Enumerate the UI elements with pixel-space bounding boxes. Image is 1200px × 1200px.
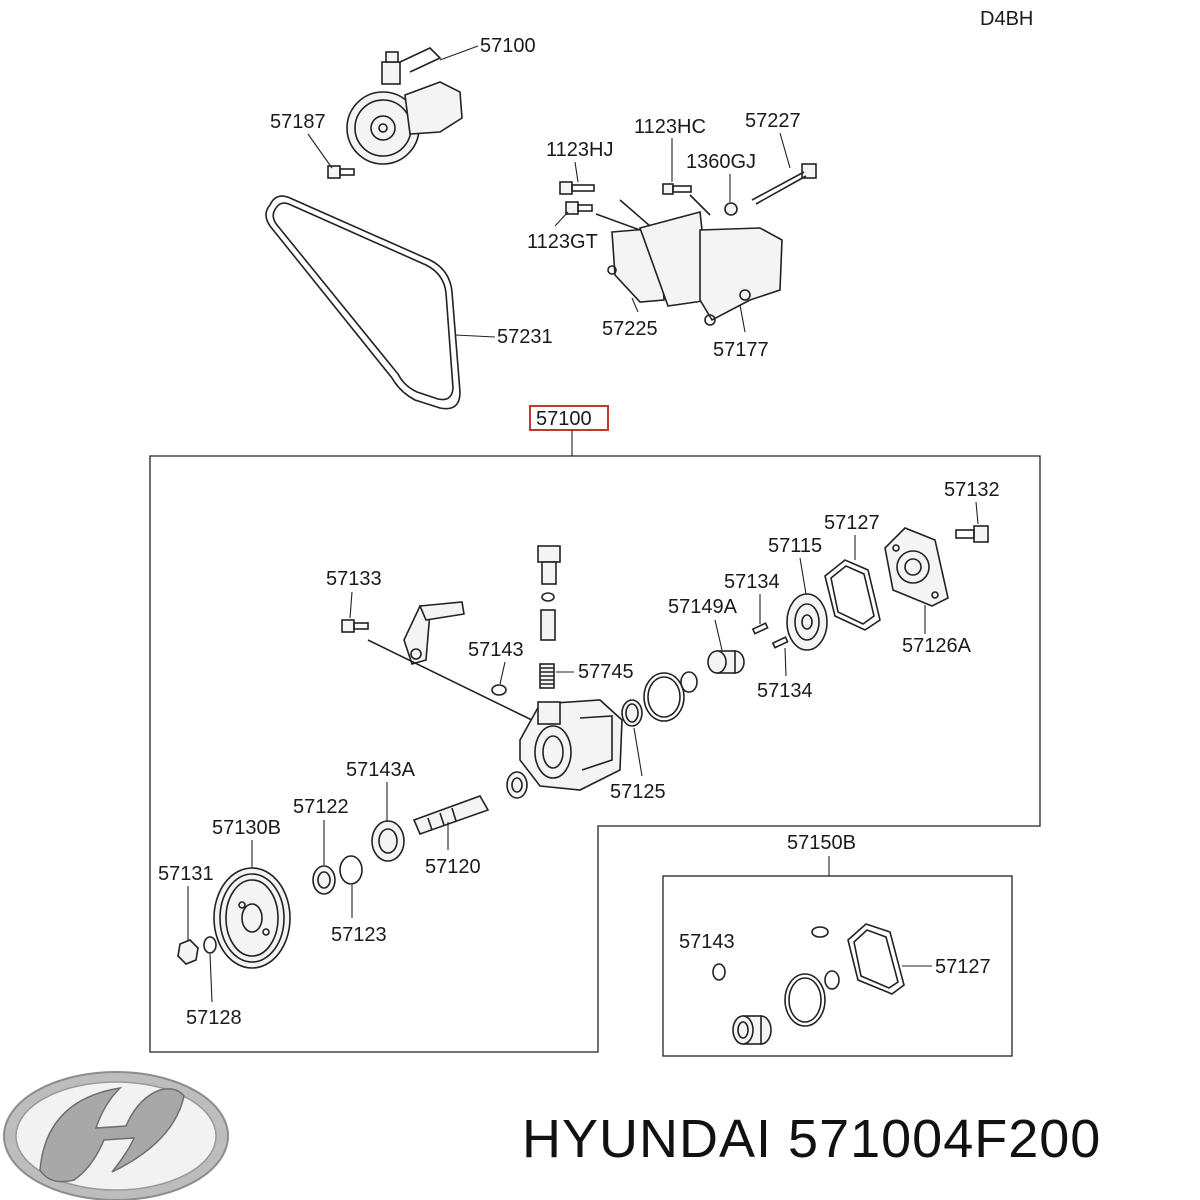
label-washer: 57128 xyxy=(186,1007,242,1029)
label-gasket-57127: 57127 xyxy=(824,512,880,534)
label-bushing: 57149A xyxy=(668,596,738,618)
label-cam-ring: 57115 xyxy=(768,535,822,557)
label-pulley: 57130B xyxy=(212,817,281,839)
label-pin-lower: 57134 xyxy=(757,680,813,702)
footer-title: HYUNDAI 571004F200 xyxy=(522,1108,1101,1170)
label-seal-57125: 57125 xyxy=(610,781,666,803)
label-kit-gasket: 57127 xyxy=(935,956,991,978)
bracket-bolts-drawing xyxy=(559,163,817,216)
label-cover-57126a: 57126A xyxy=(902,635,972,657)
gasket-drawing xyxy=(824,559,881,631)
shaft-drawing xyxy=(412,771,528,836)
top-pump-drawing xyxy=(346,47,463,165)
kit-parts-drawing xyxy=(712,923,905,1045)
label-washer-1360gj: 1360GJ xyxy=(686,151,756,173)
bushing-drawing xyxy=(707,650,745,674)
label-bearing: 57143A xyxy=(346,759,416,781)
brand-name: HYUNDAI xyxy=(522,1109,773,1169)
pins-drawing xyxy=(751,622,789,649)
label-snap-ring: 57123 xyxy=(331,924,387,946)
fitting-drawing xyxy=(341,601,541,725)
label-bracket-57177: 57177 xyxy=(713,339,769,361)
label-shaft: 57120 xyxy=(425,856,481,878)
belt-drawing xyxy=(265,195,461,410)
hyundai-logo xyxy=(3,1071,229,1200)
seal-57125-drawing xyxy=(621,699,643,727)
label-bolt-1123hj: 1123HJ xyxy=(546,139,613,161)
label-belt: 57231 xyxy=(497,326,553,348)
label-bolt-1123hc: 1123HC xyxy=(634,116,706,138)
label-kit-oring: 57143 xyxy=(679,931,735,953)
label-fitting-bolt: 57133 xyxy=(326,568,382,590)
cover-bolt-drawing xyxy=(955,525,989,543)
label-assembly: 57100 xyxy=(536,408,592,430)
body-orings-drawing xyxy=(643,671,698,722)
label-pump-bolt: 57187 xyxy=(270,111,326,133)
valve-stack-drawing xyxy=(537,545,561,689)
bearing-drawing xyxy=(371,820,405,862)
assembly-label-box xyxy=(529,405,609,431)
assembly-outline xyxy=(149,455,1041,1053)
label-seal-57122: 57122 xyxy=(293,796,349,818)
nut-washer-drawing xyxy=(177,936,217,965)
label-pin-upper: 57134 xyxy=(724,571,780,593)
label-nut: 57131 xyxy=(158,863,214,885)
rear-cover-drawing xyxy=(884,527,949,607)
label-bolt-57227: 57227 xyxy=(745,110,801,132)
label-oring-57143: 57143 xyxy=(468,639,524,661)
small-oring-drawing xyxy=(491,684,507,696)
pulley-drawing xyxy=(213,867,291,969)
label-bolt-1123gt: 1123GT xyxy=(527,231,598,253)
label-kit: 57150B xyxy=(787,832,856,854)
cam-ring-drawing xyxy=(786,593,828,651)
engine-code: D4BH xyxy=(980,8,1033,30)
bracket-drawing xyxy=(595,194,783,326)
part-number: 571004F200 xyxy=(788,1109,1102,1169)
seal-snapring-drawing xyxy=(312,855,363,895)
label-top-pump: 57100 xyxy=(480,35,536,57)
pump-bolt-drawing xyxy=(327,165,355,179)
label-bracket-57225: 57225 xyxy=(602,318,658,340)
kit-outline xyxy=(662,875,1013,1057)
label-valve-spring: 57745 xyxy=(578,661,634,683)
pump-body-drawing xyxy=(519,699,623,791)
label-cover-bolt: 57132 xyxy=(944,479,1000,501)
